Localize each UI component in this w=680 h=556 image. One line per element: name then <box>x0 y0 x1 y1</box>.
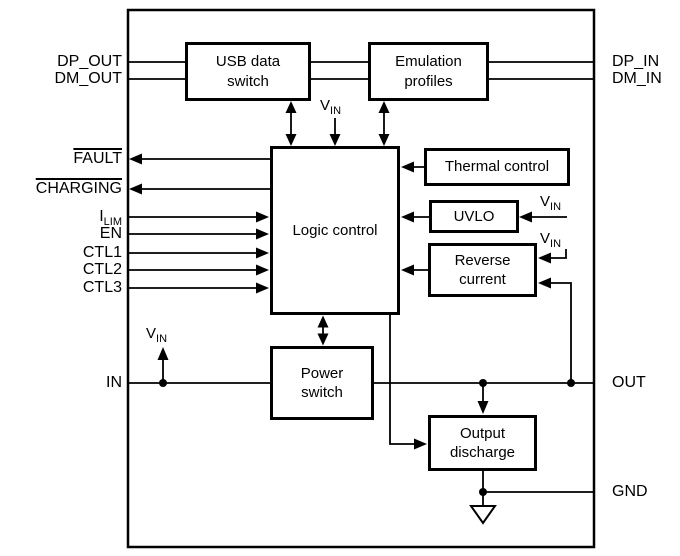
pin-charging: CHARGING <box>36 179 122 199</box>
pin-out-label: OUT <box>612 374 646 391</box>
arrowhead-reverse-icon <box>401 264 414 276</box>
vin-reverse-sub: IN <box>550 238 562 250</box>
junction-in-vin <box>159 379 167 387</box>
pin-dm-in: DM_IN <box>612 69 662 89</box>
vin-in-base: V <box>146 325 157 342</box>
arrowhead-powerswitch-up-icon <box>317 315 329 328</box>
pin-ilim-base: I <box>99 208 104 225</box>
arrowhead-ctl2-icon <box>256 264 269 276</box>
arrowhead-ctl3-icon <box>256 282 269 294</box>
pin-ilim-sub: LIM <box>103 216 122 229</box>
vin-label-uvlo: VIN <box>540 192 562 213</box>
arrowhead-charging-icon <box>129 183 142 195</box>
arrowhead-usbswitch-down-icon <box>285 134 297 146</box>
arrowhead-powerswitch-down-icon <box>317 333 329 346</box>
block-reverse-current: Reverse current <box>428 243 537 297</box>
vin-label-in: VIN <box>146 324 168 345</box>
pin-ctl1-label: CTL1 <box>82 244 122 261</box>
vin-label-reverse: VIN <box>540 229 562 250</box>
block-emulation-profiles: Emulation profiles <box>368 42 489 101</box>
pin-fault: FAULT <box>73 149 122 169</box>
block-thermal-control-label: Thermal control <box>444 158 550 176</box>
pin-en-label: EN <box>99 225 122 242</box>
vin-in-sub: IN <box>156 333 168 345</box>
wire-out-reverse <box>543 282 572 383</box>
arrowhead-ctl1-icon <box>256 247 269 259</box>
arrowhead-fault-icon <box>129 153 142 165</box>
block-output-discharge: Output discharge <box>428 415 537 471</box>
arrowhead-logic-discharge-icon <box>414 438 427 450</box>
arrowhead-en-icon <box>256 228 269 240</box>
block-power-switch: Power switch <box>270 346 374 420</box>
pin-fault-label: FAULT <box>73 150 122 167</box>
block-uvlo-label: UVLO <box>453 207 495 225</box>
pin-ctl3: CTL3 <box>83 278 122 298</box>
pin-dm-in-label: DM_IN <box>612 70 662 87</box>
pin-dm-out: DM_OUT <box>54 69 122 89</box>
block-logic-control-label: Logic control <box>292 221 378 239</box>
block-reverse-current-label: Reverse current <box>454 251 511 289</box>
pin-dp-in-label: DP_IN <box>612 53 660 70</box>
arrowhead-vin-in-icon <box>157 347 169 360</box>
arrowhead-vin-uvlo-icon <box>519 211 532 223</box>
pin-charging-label: CHARGING <box>35 180 122 197</box>
arrowhead-vin-logic-icon <box>329 134 341 146</box>
arrowhead-thermal-icon <box>401 161 414 173</box>
arrowhead-uvlo-icon <box>401 211 414 223</box>
block-thermal-control: Thermal control <box>424 148 570 186</box>
block-usb-data-switch: USB data switch <box>185 42 311 101</box>
pin-ilim: ILIM <box>99 207 122 229</box>
pin-in-label: IN <box>106 374 122 391</box>
arrowhead-ilim-icon <box>256 211 269 223</box>
pin-gnd-label: GND <box>612 483 648 500</box>
junction-out-reverse <box>567 379 575 387</box>
ground-symbol-icon <box>469 505 497 525</box>
pin-ctl2: CTL2 <box>83 260 122 280</box>
pin-in: IN <box>106 373 122 393</box>
block-power-switch-label: Power switch <box>300 364 344 402</box>
pin-gnd: GND <box>612 482 648 502</box>
arrowhead-vin-reverse-icon <box>538 252 551 264</box>
arrowhead-usbswitch-up-icon <box>285 101 297 113</box>
pin-dp-out-label: DP_OUT <box>57 53 122 70</box>
block-usb-data-switch-label: USB data switch <box>215 53 281 90</box>
arrowhead-out-discharge-icon <box>477 401 489 414</box>
vin-label-top: VIN <box>320 96 342 117</box>
block-uvlo: UVLO <box>429 200 519 233</box>
pin-ctl2-label: CTL2 <box>82 261 122 278</box>
junction-gnd <box>479 488 487 496</box>
vin-top-sub: IN <box>330 105 342 117</box>
pin-ctl1: CTL1 <box>83 243 122 263</box>
vin-uvlo-base: V <box>540 193 551 210</box>
pin-dp-out: DP_OUT <box>57 52 122 72</box>
vin-reverse-base: V <box>540 230 551 247</box>
device-boundary <box>126 8 596 549</box>
pin-dp-in: DP_IN <box>612 52 659 72</box>
wire-logic-discharge <box>389 315 421 445</box>
vin-uvlo-sub: IN <box>550 201 562 213</box>
arrowhead-out-reverse-icon <box>538 277 551 289</box>
arrowhead-emulation-down-icon <box>378 134 390 146</box>
pin-dm-out-label: DM_OUT <box>54 70 122 87</box>
pin-ctl3-label: CTL3 <box>82 279 122 296</box>
pin-en: EN <box>100 224 122 244</box>
block-logic-control: Logic control <box>270 146 400 315</box>
block-emulation-profiles-label: Emulation profiles <box>395 53 462 90</box>
pin-out: OUT <box>612 373 646 393</box>
block-output-discharge-label: Output discharge <box>449 424 516 462</box>
arrowhead-emulation-up-icon <box>378 101 390 113</box>
vin-top-base: V <box>320 97 331 114</box>
